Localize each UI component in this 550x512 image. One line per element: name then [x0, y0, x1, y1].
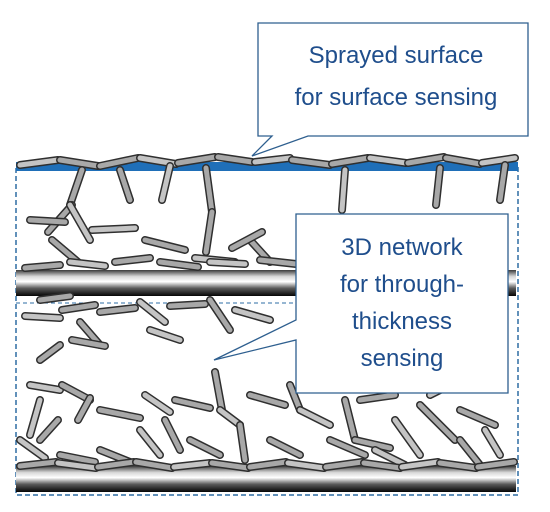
- nanotube-segment: [37, 417, 61, 443]
- nanotube-segment: [352, 437, 393, 451]
- callout-3d-network-line-2: for through-: [340, 271, 464, 298]
- nanotube-segment: [367, 155, 409, 166]
- nanotube-segment: [247, 392, 288, 408]
- callout-3d-network: 3D network for through- thickness sensin…: [213, 213, 509, 394]
- nanotube-segment: [342, 397, 358, 443]
- nanotube-segment: [17, 459, 59, 469]
- nanotube-segment: [443, 155, 483, 167]
- nanotube-segment: [212, 369, 225, 413]
- nanotube-segment: [49, 237, 81, 265]
- nanotube-segment: [267, 437, 303, 458]
- nanotube-segment: [175, 154, 218, 166]
- nanotube-segment: [27, 382, 63, 393]
- nanotube-segment: [229, 229, 265, 251]
- nanotube-segment: [203, 209, 215, 255]
- nanotube-segment: [361, 460, 403, 471]
- sprayed-surface-layer: [16, 162, 518, 171]
- nanotube-segment: [133, 459, 175, 471]
- nanotube-segment: [237, 422, 248, 463]
- nanotube-segment: [69, 337, 108, 349]
- nanotube-segment: [97, 305, 138, 315]
- nanotube-segment: [22, 262, 63, 271]
- nanotube-network: [16, 153, 519, 472]
- nanotube-segment: [209, 460, 251, 471]
- nanotube-segment: [97, 155, 141, 169]
- nanotube-segment: [27, 397, 43, 438]
- nanotube-segment: [405, 154, 447, 166]
- nanotube-segment: [232, 307, 273, 323]
- nanotube-segment: [457, 407, 498, 428]
- nanotube-segment: [475, 459, 517, 470]
- nanotube-segment: [67, 167, 85, 208]
- nanotube-segment: [89, 225, 138, 233]
- nanotube-segment: [287, 382, 303, 413]
- nanotube-segment: [117, 167, 133, 203]
- nanotube-segment: [137, 427, 163, 458]
- nanotube-segment: [137, 299, 168, 325]
- nanotube-segment: [55, 460, 99, 471]
- nanotube-segment: [297, 407, 333, 428]
- nanotube-segment: [17, 437, 48, 461]
- nanotube-segment: [457, 437, 483, 468]
- nanotube-segment: [159, 163, 173, 203]
- nanotube-segment: [339, 167, 348, 213]
- nanotube-segment: [399, 459, 441, 470]
- nanotube-segment: [162, 417, 183, 453]
- nanotube-segment: [323, 459, 365, 470]
- nanotube-segment: [59, 302, 98, 313]
- callout-3d-network-line-3: thickness: [352, 308, 452, 335]
- nanotube-segment: [95, 459, 137, 470]
- nanotube-segment: [392, 417, 423, 458]
- nanotube-segment: [203, 165, 215, 215]
- callout-3d-network-box: [213, 213, 509, 394]
- nanotube-segment: [147, 327, 183, 343]
- nanotube-segment: [67, 259, 108, 269]
- nanotube-segment: [27, 217, 68, 225]
- callout-sprayed-surface-box: [251, 22, 529, 157]
- nanotube-segment: [171, 460, 213, 470]
- nanotube-segment: [59, 382, 93, 403]
- nanotube-segment: [417, 402, 458, 443]
- callout-sprayed-surface-line-2: for surface sensing: [295, 84, 498, 111]
- nanotube-segment: [142, 392, 173, 415]
- nanotube-segment: [372, 447, 408, 468]
- nanotube-segment: [437, 460, 479, 471]
- nanotube-segment: [75, 395, 93, 423]
- nanotube-segment: [497, 162, 508, 203]
- nanotube-segment: [57, 157, 101, 169]
- nanotube-segment: [157, 259, 201, 270]
- nanotube-segment: [257, 257, 299, 267]
- callout-sprayed-surface-line-1: Sprayed surface: [309, 42, 484, 69]
- nanotube-segment: [217, 407, 243, 428]
- nanotube-segment: [215, 154, 255, 165]
- nanotube-segment: [67, 202, 93, 243]
- nanotube-segment: [433, 165, 443, 208]
- nanotube-segment: [247, 459, 289, 470]
- callout-3d-network-line-1: 3D network: [341, 234, 463, 261]
- nanotube-segment: [142, 237, 188, 253]
- nanotube-segment: [187, 437, 223, 458]
- nanotube-segment: [37, 342, 63, 363]
- nanotube-segment: [482, 427, 503, 458]
- callout-3d-network-line-4: sensing: [361, 345, 444, 372]
- nanotube-segment: [207, 259, 248, 267]
- nanotube-segment: [357, 392, 398, 403]
- nanotube-segment: [252, 155, 293, 165]
- nanotube-segment: [22, 313, 63, 321]
- nanotube-segment: [37, 293, 73, 303]
- nanotube-segment: [167, 301, 208, 309]
- nanotube-segment: [327, 437, 368, 458]
- nanotube-segment: [97, 407, 143, 421]
- nanotube-segment: [17, 157, 61, 168]
- nanotube-segment: [329, 155, 371, 167]
- nanotube-segment: [172, 397, 213, 411]
- nanotube-segment: [285, 460, 327, 471]
- nanotube-segment: [479, 155, 518, 166]
- nanotube-segment: [112, 255, 153, 265]
- nanotube-segment: [289, 157, 333, 168]
- nanotube-segment: [207, 297, 233, 333]
- nanotube-segment: [57, 452, 98, 465]
- callout-sprayed-surface: Sprayed surface for surface sensing: [251, 22, 529, 157]
